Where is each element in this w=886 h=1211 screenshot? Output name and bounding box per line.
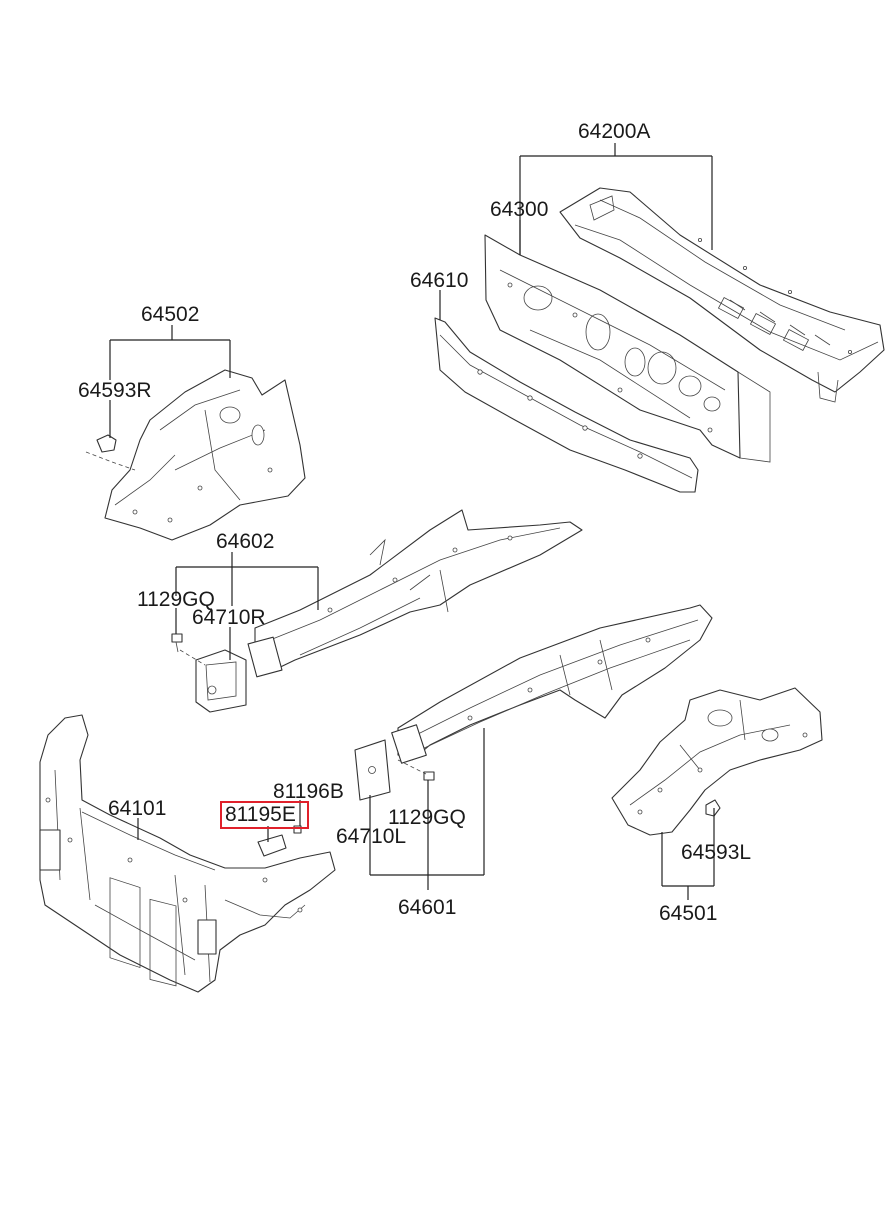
cowl-panel-upper-64200A bbox=[559, 187, 885, 403]
label-64710R: 64710R bbox=[192, 606, 266, 629]
label-64502: 64502 bbox=[141, 303, 199, 326]
label-81195E: 81195E bbox=[225, 803, 296, 826]
bolt-81196B bbox=[293, 825, 302, 834]
front-end-carrier-64101 bbox=[39, 714, 336, 993]
label-64593R: 64593R bbox=[78, 379, 152, 402]
leader-lines bbox=[109, 143, 715, 900]
front-side-member-lh-64601 bbox=[391, 604, 713, 764]
dash-panel-64300 bbox=[484, 234, 771, 463]
fender-apron-lh-64501 bbox=[611, 687, 823, 836]
reinforcement-64710R bbox=[179, 649, 247, 713]
highlight-box bbox=[220, 801, 309, 829]
bracket-64593R bbox=[85, 434, 136, 471]
label-1129GQ-rh: 1129GQ bbox=[137, 588, 215, 611]
bracket-81195E bbox=[257, 834, 287, 857]
fender-apron-rh-64502 bbox=[104, 369, 306, 541]
reinforcement-64710L bbox=[354, 739, 391, 801]
label-64610: 64610 bbox=[410, 269, 468, 292]
bolt-1129GQ-lh bbox=[397, 759, 435, 781]
label-64593L: 64593L bbox=[681, 841, 751, 864]
label-64710L: 64710L bbox=[336, 825, 406, 848]
bolt-1129GQ-rh bbox=[171, 633, 183, 653]
label-64200A: 64200A bbox=[578, 120, 650, 143]
label-64300: 64300 bbox=[490, 198, 548, 221]
front-side-member-rh-64602 bbox=[247, 509, 583, 678]
bracket-64593L bbox=[705, 799, 721, 817]
label-64602: 64602 bbox=[216, 530, 274, 553]
label-64101: 64101 bbox=[108, 797, 166, 820]
label-81196B: 81196B bbox=[273, 780, 344, 803]
part-labels: 64200A 64300 64610 64502 64593R 64602 11… bbox=[78, 120, 751, 925]
cowl-cross-member-64610 bbox=[434, 317, 699, 493]
label-1129GQ-lh: 1129GQ bbox=[388, 806, 466, 829]
label-64501: 64501 bbox=[659, 902, 717, 925]
label-64601: 64601 bbox=[398, 896, 456, 919]
